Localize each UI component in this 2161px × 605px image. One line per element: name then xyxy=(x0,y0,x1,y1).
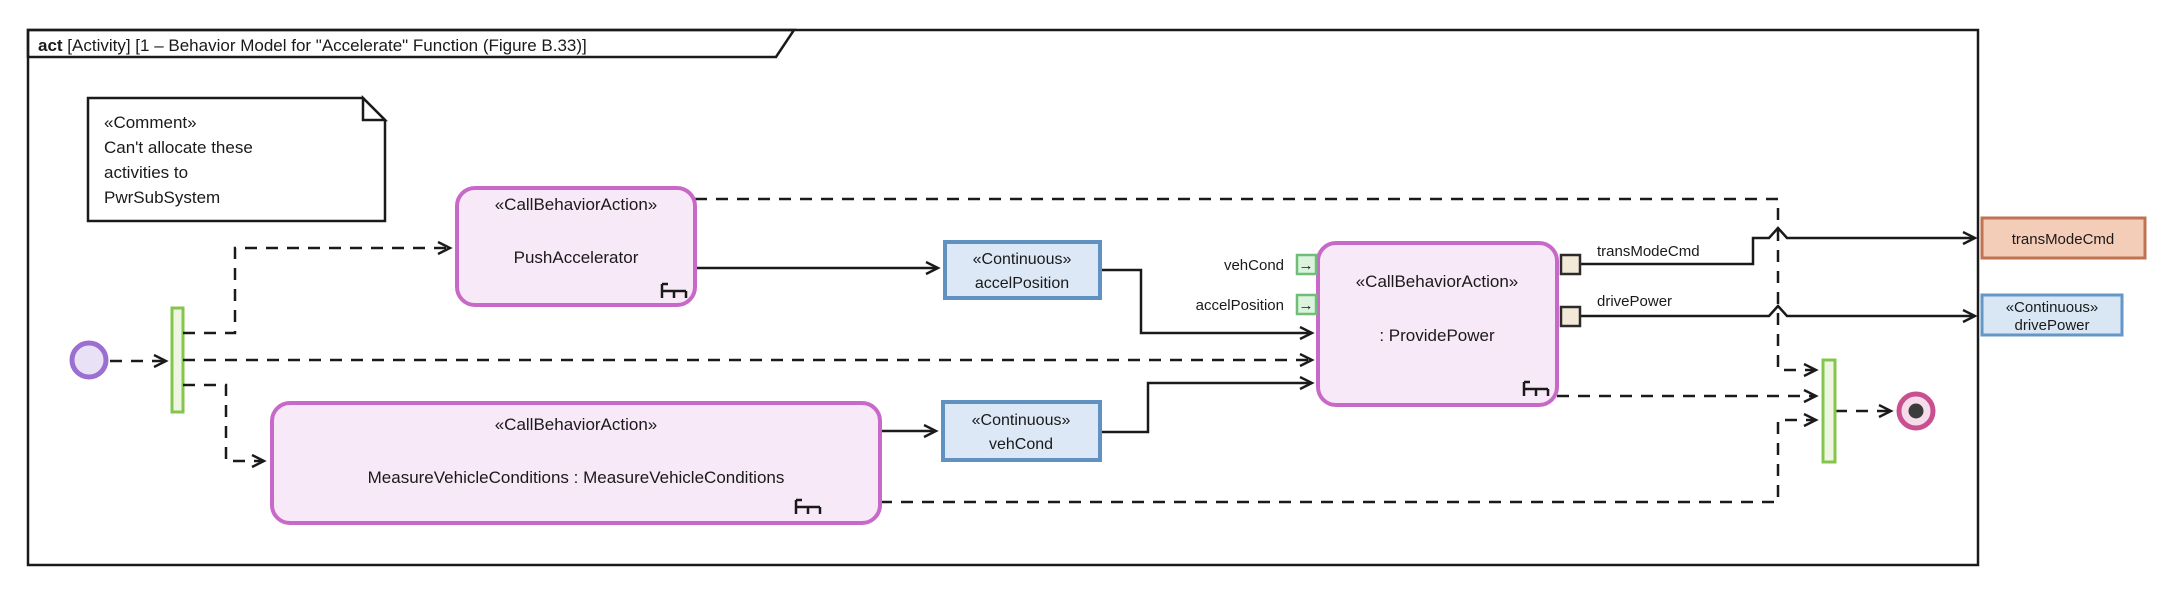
objectnode-stereotype: «Continuous» xyxy=(973,251,1072,268)
pin-accelposition-input[interactable]: → accelPosition xyxy=(1196,293,1318,316)
action-name: MeasureVehicleConditions : MeasureVehicl… xyxy=(368,468,785,487)
flow-pushaccelerator-to-join[interactable] xyxy=(695,197,1816,370)
pin-vehcond-shape xyxy=(1295,253,1318,276)
comment-note[interactable]: «Comment» Can't allocate these activitie… xyxy=(86,94,389,223)
action-measurevehicleconditions-shape xyxy=(270,401,882,525)
boundary-drivepower[interactable]: «Continuous» drivePower xyxy=(1980,293,2124,337)
action-pushaccelerator[interactable]: «CallBehaviorAction» PushAccelerator xyxy=(455,186,697,307)
frame-title-tab xyxy=(26,28,797,59)
pin-drivepower-output[interactable]: drivePower xyxy=(1559,293,1672,328)
action-measurevehicleconditions[interactable]: «CallBehaviorAction» MeasureVehicleCondi… xyxy=(270,401,882,525)
boundary-drivepower-stereotype: «Continuous» xyxy=(2006,299,2099,316)
comment-line: activities to xyxy=(104,163,188,182)
boundary-drivepower-shape xyxy=(1980,293,2124,337)
objectnode-stereotype: «Continuous» xyxy=(972,412,1071,429)
action-providepower[interactable]: «CallBehaviorAction» : ProvidePower xyxy=(1316,241,1559,407)
action-stereotype: «CallBehaviorAction» xyxy=(1356,272,1519,291)
pin-transmodecmd-shape xyxy=(1559,253,1582,276)
frame-title: act [Activity] [1 – Behavior Model for "… xyxy=(38,36,587,55)
objectnode-vehcond[interactable]: «Continuous» vehCond xyxy=(941,400,1102,462)
pin-accelposition-shape xyxy=(1295,293,1318,316)
objectnode-name: accelPosition xyxy=(975,275,1069,292)
boundary-drivepower-label: drivePower xyxy=(2014,317,2089,334)
comment-note-shape xyxy=(86,96,387,223)
action-providepower-shape xyxy=(1316,241,1559,407)
action-name: : ProvidePower xyxy=(1379,326,1495,345)
objectnode-accelposition[interactable]: «Continuous» accelPosition xyxy=(943,240,1102,300)
pin-vehcond-input[interactable]: → vehCond xyxy=(1224,253,1318,276)
rake-icon xyxy=(794,498,822,514)
pin-input-arrow-icon: → xyxy=(1299,297,1314,314)
action-name: PushAccelerator xyxy=(514,248,639,267)
fork-node[interactable] xyxy=(170,306,185,414)
flow-measurevehicleconditions-to-join[interactable] xyxy=(880,420,1816,504)
pin-drivepower-label: drivePower xyxy=(1597,293,1672,310)
boundary-transmodecmd-shape xyxy=(1980,216,2147,260)
objectnode-accelposition-shape xyxy=(943,240,1102,300)
comment-line: Can't allocate these xyxy=(104,138,253,157)
action-stereotype: «CallBehaviorAction» xyxy=(495,195,658,214)
boundary-transmodecmd[interactable]: transModeCmd xyxy=(1980,216,2147,260)
diagram-frame xyxy=(26,28,1980,567)
flow-vehcond-to-providepower[interactable] xyxy=(1100,383,1312,434)
flow-transmodecmd-out[interactable] xyxy=(1580,226,1975,266)
comment-line: PwrSubSystem xyxy=(104,188,220,207)
pin-accelposition-label: accelPosition xyxy=(1196,297,1284,314)
flow-fork-to-measurevehicleconditions[interactable] xyxy=(183,383,264,461)
frame-title-rest: [Activity] [1 – Behavior Model for "Acce… xyxy=(63,36,587,55)
rake-icon xyxy=(660,282,688,298)
comment-dogear-icon xyxy=(361,94,389,122)
flow-drivepower-out[interactable] xyxy=(1580,304,1975,316)
objectnode-name: vehCond xyxy=(989,436,1053,453)
rake-icon xyxy=(1522,380,1550,396)
pin-transmodecmd-output[interactable]: transModeCmd xyxy=(1559,243,1700,276)
initial-node[interactable] xyxy=(69,340,109,380)
final-node-dot-icon xyxy=(1908,403,1924,419)
final-node[interactable] xyxy=(1896,391,1936,431)
action-stereotype: «CallBehaviorAction» xyxy=(495,415,658,434)
objectnode-vehcond-shape xyxy=(941,400,1102,462)
flow-accelposition-to-providepower[interactable] xyxy=(1100,268,1312,333)
comment-stereotype: «Comment» xyxy=(104,113,197,132)
action-pushaccelerator-shape xyxy=(455,186,697,307)
flow-fork-to-pushaccelerator[interactable] xyxy=(183,248,450,335)
frame-title-keyword: act xyxy=(38,36,63,55)
join-node[interactable] xyxy=(1821,358,1837,464)
pin-drivepower-shape xyxy=(1559,305,1582,328)
pin-transmodecmd-label: transModeCmd xyxy=(1597,243,1700,260)
pin-vehcond-label: vehCond xyxy=(1224,257,1284,274)
pin-input-arrow-icon: → xyxy=(1299,257,1314,274)
boundary-transmodecmd-label: transModeCmd xyxy=(2012,231,2115,248)
